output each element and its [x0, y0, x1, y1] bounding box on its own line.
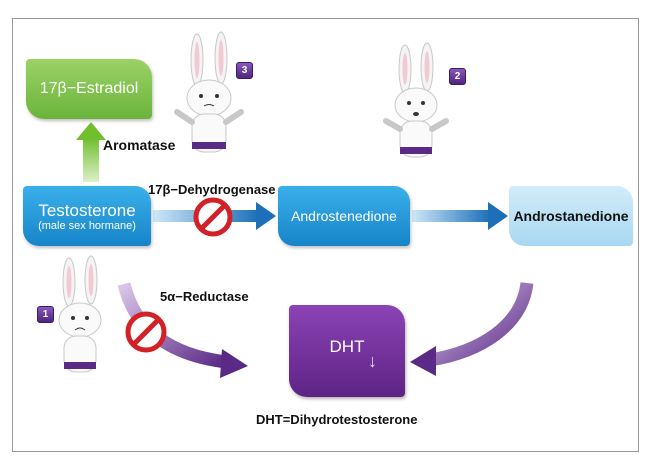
androstenedione-node: Androstenedione — [278, 186, 410, 246]
aromatase-label: Aromatase — [103, 137, 176, 153]
badge-2: 2 — [449, 68, 466, 85]
testosterone-node: Testosterone (male sex hormane) — [23, 186, 151, 246]
badge-3: 3 — [236, 62, 253, 79]
footnote: DHT=Dihydrotestosterone — [256, 412, 418, 427]
androstanedione-label: Androstanedione — [513, 208, 629, 224]
testosterone-sublabel: (male sex hormane) — [38, 219, 136, 232]
rabbit-mascot — [58, 255, 102, 373]
prohibited-icon — [193, 197, 233, 237]
rabbit-mascot — [174, 31, 244, 153]
dehydrogenase-label: 17β−Dehydrogenase — [148, 182, 276, 197]
testosterone-label: Testosterone — [38, 200, 136, 220]
estradiol-node: 17β−Estradiol — [26, 59, 152, 119]
dht-node: DHT ↓ — [289, 305, 405, 397]
androstanedione-node: Androstanedione — [509, 186, 633, 246]
androstanedione-to-dht-arrow — [410, 281, 534, 376]
aromatase-arrow — [76, 122, 106, 182]
androstenedione-label: Androstenedione — [291, 208, 397, 224]
reductase-label: 5α−Reductase — [160, 289, 249, 304]
estradiol-label: 17β−Estradiol — [39, 80, 139, 97]
rabbit-mascot — [383, 42, 449, 158]
reduction-arrow — [412, 202, 508, 230]
prohibited-icon — [125, 311, 167, 353]
badge-1: 1 — [37, 306, 54, 323]
dht-label: DHT — [329, 337, 365, 356]
down-arrow-icon: ↓ — [368, 351, 377, 371]
